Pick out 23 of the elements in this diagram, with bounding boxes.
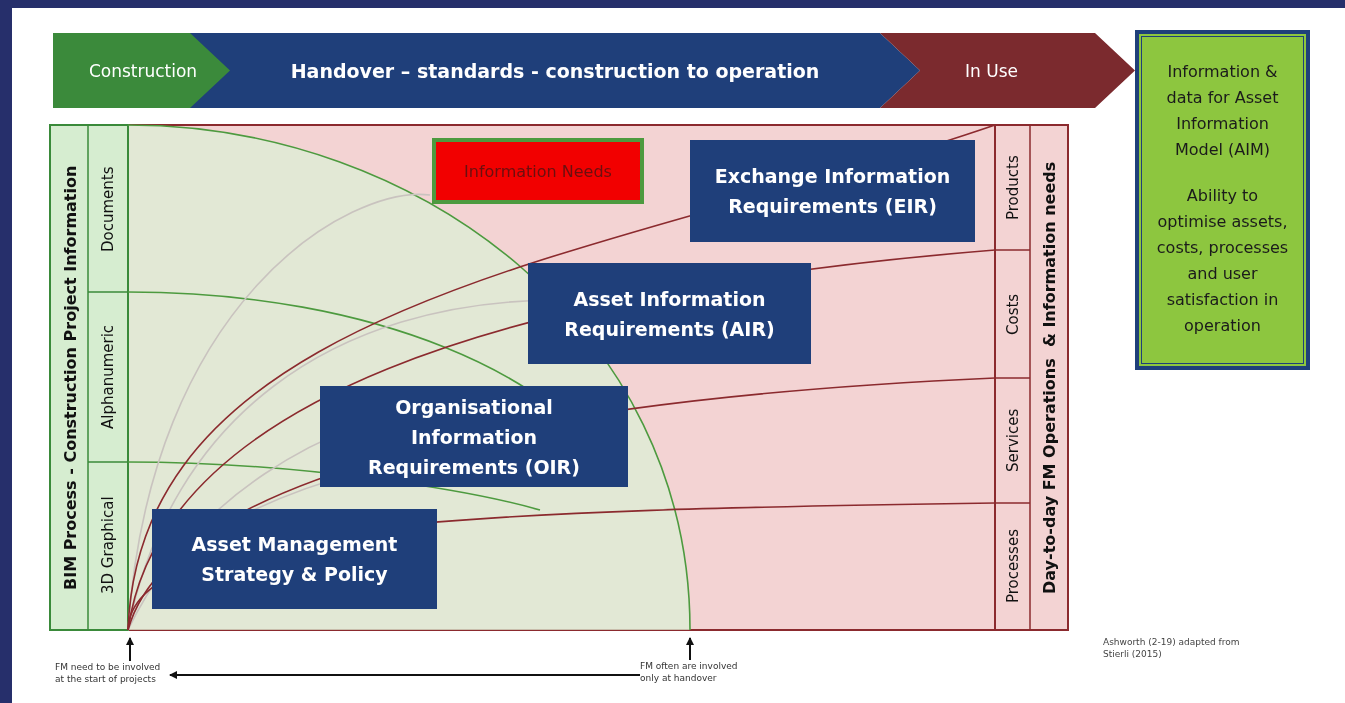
category-cell: Costs [996, 251, 1029, 377]
box-text: Ability to optimise assets, costs, processes and user satisfaction in operation [1155, 185, 1290, 337]
requirement-box: Asset Information Requirements (AIR) [528, 263, 811, 364]
category-cell: Products [996, 127, 1029, 249]
requirement-box: Exchange Information Requirements (EIR) [690, 140, 975, 242]
arrow [686, 637, 694, 661]
arrow [169, 671, 641, 679]
category-cell: Services [996, 379, 1029, 502]
citation-text: Ashworth (2-19) adapted from Stierli (2015) [1103, 636, 1241, 660]
band-header: Day-to-day FM Operations & Information needs [1031, 127, 1067, 628]
info-box [1138, 33, 1307, 367]
category-cell: Alphanumeric [89, 293, 127, 461]
requirement-box: Asset Management Strategy & Policy [152, 509, 437, 609]
highlight-box: Information Needs [432, 138, 644, 204]
category-cell: 3D Graphical [89, 463, 127, 628]
category-cell: Documents [89, 127, 127, 291]
band-header: BIM Process - Construction Project Information [52, 127, 88, 628]
note-text: FM often are involved only at handover [640, 660, 750, 688]
note-text: FM need to be involved at the start of projects [55, 661, 170, 689]
box-heading: Information & data for Asset Information Model (AIM) [1165, 61, 1280, 161]
category-cell: Processes [996, 504, 1029, 628]
arrow [126, 637, 134, 662]
requirement-box: Organisational Information Requirements (OIR) [320, 386, 628, 487]
